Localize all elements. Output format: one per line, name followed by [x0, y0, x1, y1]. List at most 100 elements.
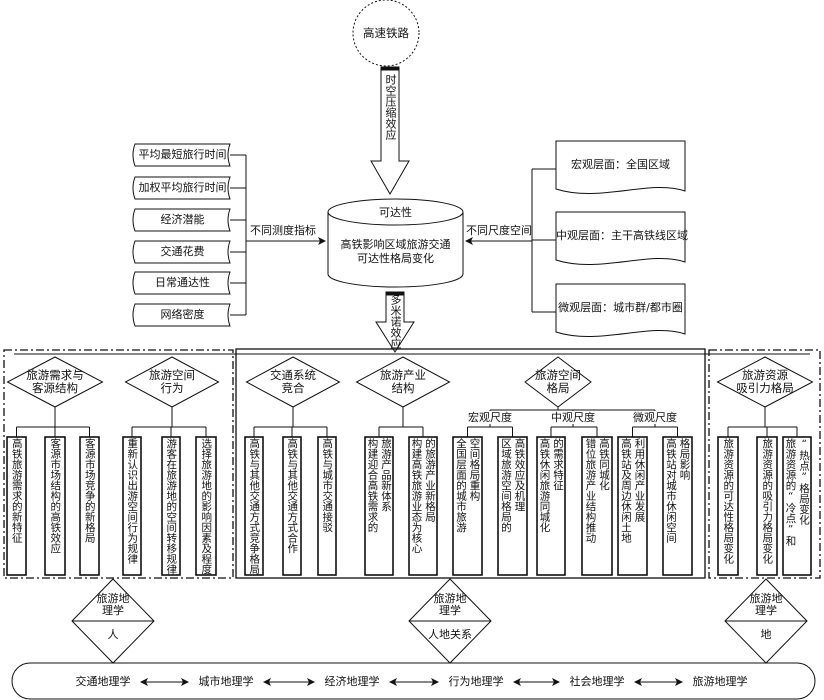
topic-text-column: 旅游产品新体系	[380, 438, 392, 512]
topic-text-column: 高铁站及周边休闲土地	[620, 438, 632, 543]
indicator-box	[132, 176, 231, 200]
discipline-item: 行为地理学	[448, 675, 504, 688]
topic-box	[44, 436, 66, 576]
scale-document	[555, 140, 686, 195]
discipline-item: 交通地理学	[75, 675, 131, 688]
discipline-item: 社会地理学	[569, 675, 625, 688]
theme-title-line: 吸引力格局	[736, 381, 794, 395]
indicator-item: 平均最短旅行时间	[138, 148, 227, 161]
compression-arrow-cap	[380, 66, 400, 71]
topic-text-column: 旅游资源的吸引力格局变化	[761, 438, 774, 564]
theme-title-line: 旅游资源	[742, 368, 788, 382]
topic-text: 错位旅游产业结构推动高铁同城化	[582, 438, 612, 543]
topic-text-column: 高铁旅游需求的新特征	[10, 438, 23, 543]
topic-text-column: 高铁与其他交通方式合作	[286, 438, 299, 554]
high-speed-rail-node	[352, 0, 420, 67]
scale-level-label: 微观尺度	[625, 411, 685, 424]
domino-arrow	[375, 292, 415, 353]
theme-title: 交通系统竞合	[248, 369, 338, 395]
topic-text-column: 重新认识出游空间行为规律	[126, 438, 139, 564]
topic-text: 高铁与其他交通方式合作	[283, 438, 301, 554]
cylinder-top	[327, 198, 464, 226]
indicator-box	[132, 143, 231, 167]
theme-title-line: 竞合	[281, 381, 305, 395]
theme-title: 旅游空间格局	[513, 369, 603, 395]
topic-text: 构建高铁旅游业态为核心的旅游产业新格局	[409, 438, 437, 554]
indicator-box	[132, 208, 231, 232]
scale-level-label: 宏观尺度	[460, 411, 520, 424]
people-group-frame	[3, 349, 234, 579]
topic-box	[364, 436, 394, 576]
topic-text-column: 构建高铁旅游业态为核心	[410, 438, 423, 554]
topic-text: 区域旅游空间格局的高铁效应及机理	[498, 438, 527, 533]
compression-arrow	[370, 67, 410, 196]
indicator-box	[132, 240, 231, 264]
scale-item: 微观层面：城市群/都市圈	[558, 301, 683, 314]
domino-effect-label: 多米诺效应	[389, 294, 402, 349]
topic-box	[756, 436, 778, 576]
topic-text: 重新认识出游空间行为规律	[123, 438, 141, 564]
discipline-item: 旅游地理学	[692, 675, 748, 688]
theme-title-line: 交通系统	[270, 368, 316, 382]
topic-box	[244, 436, 264, 576]
topic-text-column: 旅游资源的“冷点”和	[784, 438, 797, 546]
theme-title: 旅游产业结构	[358, 369, 448, 395]
theme-title-line: 旅游产业	[380, 368, 426, 382]
topic-text: 旅游资源的可达性格局变化	[718, 438, 738, 564]
topic-text-column: 高铁效应及机理	[513, 438, 526, 512]
topic-text-column: 利用休闲产业发展	[633, 438, 646, 522]
theme-title: 旅游空间行为	[127, 369, 217, 395]
topic-text: 选择旅游地的影响因素及程度	[196, 438, 216, 575]
perspective-bottom: 地	[760, 628, 772, 641]
topic-text-column: 高铁同城化	[598, 438, 610, 491]
perspective-bottom: 人	[107, 628, 119, 641]
topic-text-column: 高铁休闲旅游同城化	[538, 438, 551, 533]
topic-text: 客源市场结构的高铁效应	[45, 438, 65, 554]
topic-text: 高铁与其他交通方式竞争格局	[245, 438, 263, 575]
compression-effect-label: 时空压缩效应	[384, 74, 397, 140]
scale-document	[555, 211, 686, 266]
indicator-item: 经济潜能	[160, 213, 205, 226]
indicator-box	[132, 271, 231, 295]
topic-text-column: 的需求特征	[552, 438, 564, 491]
indicator-item: 加权平均旅行时间	[138, 181, 227, 194]
topic-text: 高铁站对城市休闲空间格局影响	[663, 438, 692, 543]
topic-text-column: 的旅游产业新格局	[424, 438, 436, 522]
topic-box	[79, 436, 100, 576]
perspective-bottom: 人地关系	[428, 628, 472, 641]
theme-title-line: 旅游空间	[149, 368, 195, 382]
topic-box	[617, 436, 648, 576]
topic-box	[408, 436, 438, 576]
topic-text-column: 游客在旅游地的空间转移规律	[165, 438, 178, 575]
scale-document	[555, 283, 686, 338]
theme-title-line: 客源结构	[32, 381, 78, 395]
topic-text-column: 旅游资源的可达性格局变化	[722, 438, 735, 564]
theme-title: 旅游资源吸引力格局	[720, 369, 810, 395]
topic-text-column: 选择旅游地的影响因素及程度	[200, 438, 213, 575]
scale-item: 宏观层面：全国区域	[571, 158, 670, 171]
land-group-frame	[708, 349, 821, 579]
topic-box	[195, 436, 217, 576]
topic-text-column: 客源市场结构的高铁效应	[49, 438, 62, 554]
theme-title-line: 旅游空间	[535, 368, 581, 382]
topic-text: 构建迎合高铁需求的旅游产品新体系	[365, 438, 393, 533]
topic-text: 高铁旅游需求的新特征	[7, 438, 26, 543]
theme-title-line: 旅游需求与	[26, 368, 84, 382]
perspective-top: 旅游地理学	[96, 592, 130, 617]
topic-box	[452, 436, 483, 576]
topic-text-column: 区域旅游空间格局的	[500, 438, 512, 533]
topic-text: 全国层面的城市旅游空间格局重构	[453, 438, 482, 533]
topic-box	[581, 436, 613, 576]
theme-title-line: 行为	[160, 381, 184, 395]
indicator-item: 交通花费	[160, 245, 205, 258]
topic-box	[317, 436, 337, 576]
topic-text: 游客在旅游地的空间转移规律	[162, 438, 180, 575]
accessibility-title: 可达性	[379, 206, 412, 219]
topic-box	[161, 436, 181, 576]
topic-text-column: 空间格局重构	[468, 438, 481, 501]
topic-text-column: 高铁与城市交通接驳	[321, 438, 334, 533]
theme-title: 旅游需求与客源结构	[10, 369, 100, 395]
accessibility-subtitle-2: 可达性格局变化	[357, 252, 434, 265]
indicator-label: 不同测度指标	[250, 224, 316, 237]
